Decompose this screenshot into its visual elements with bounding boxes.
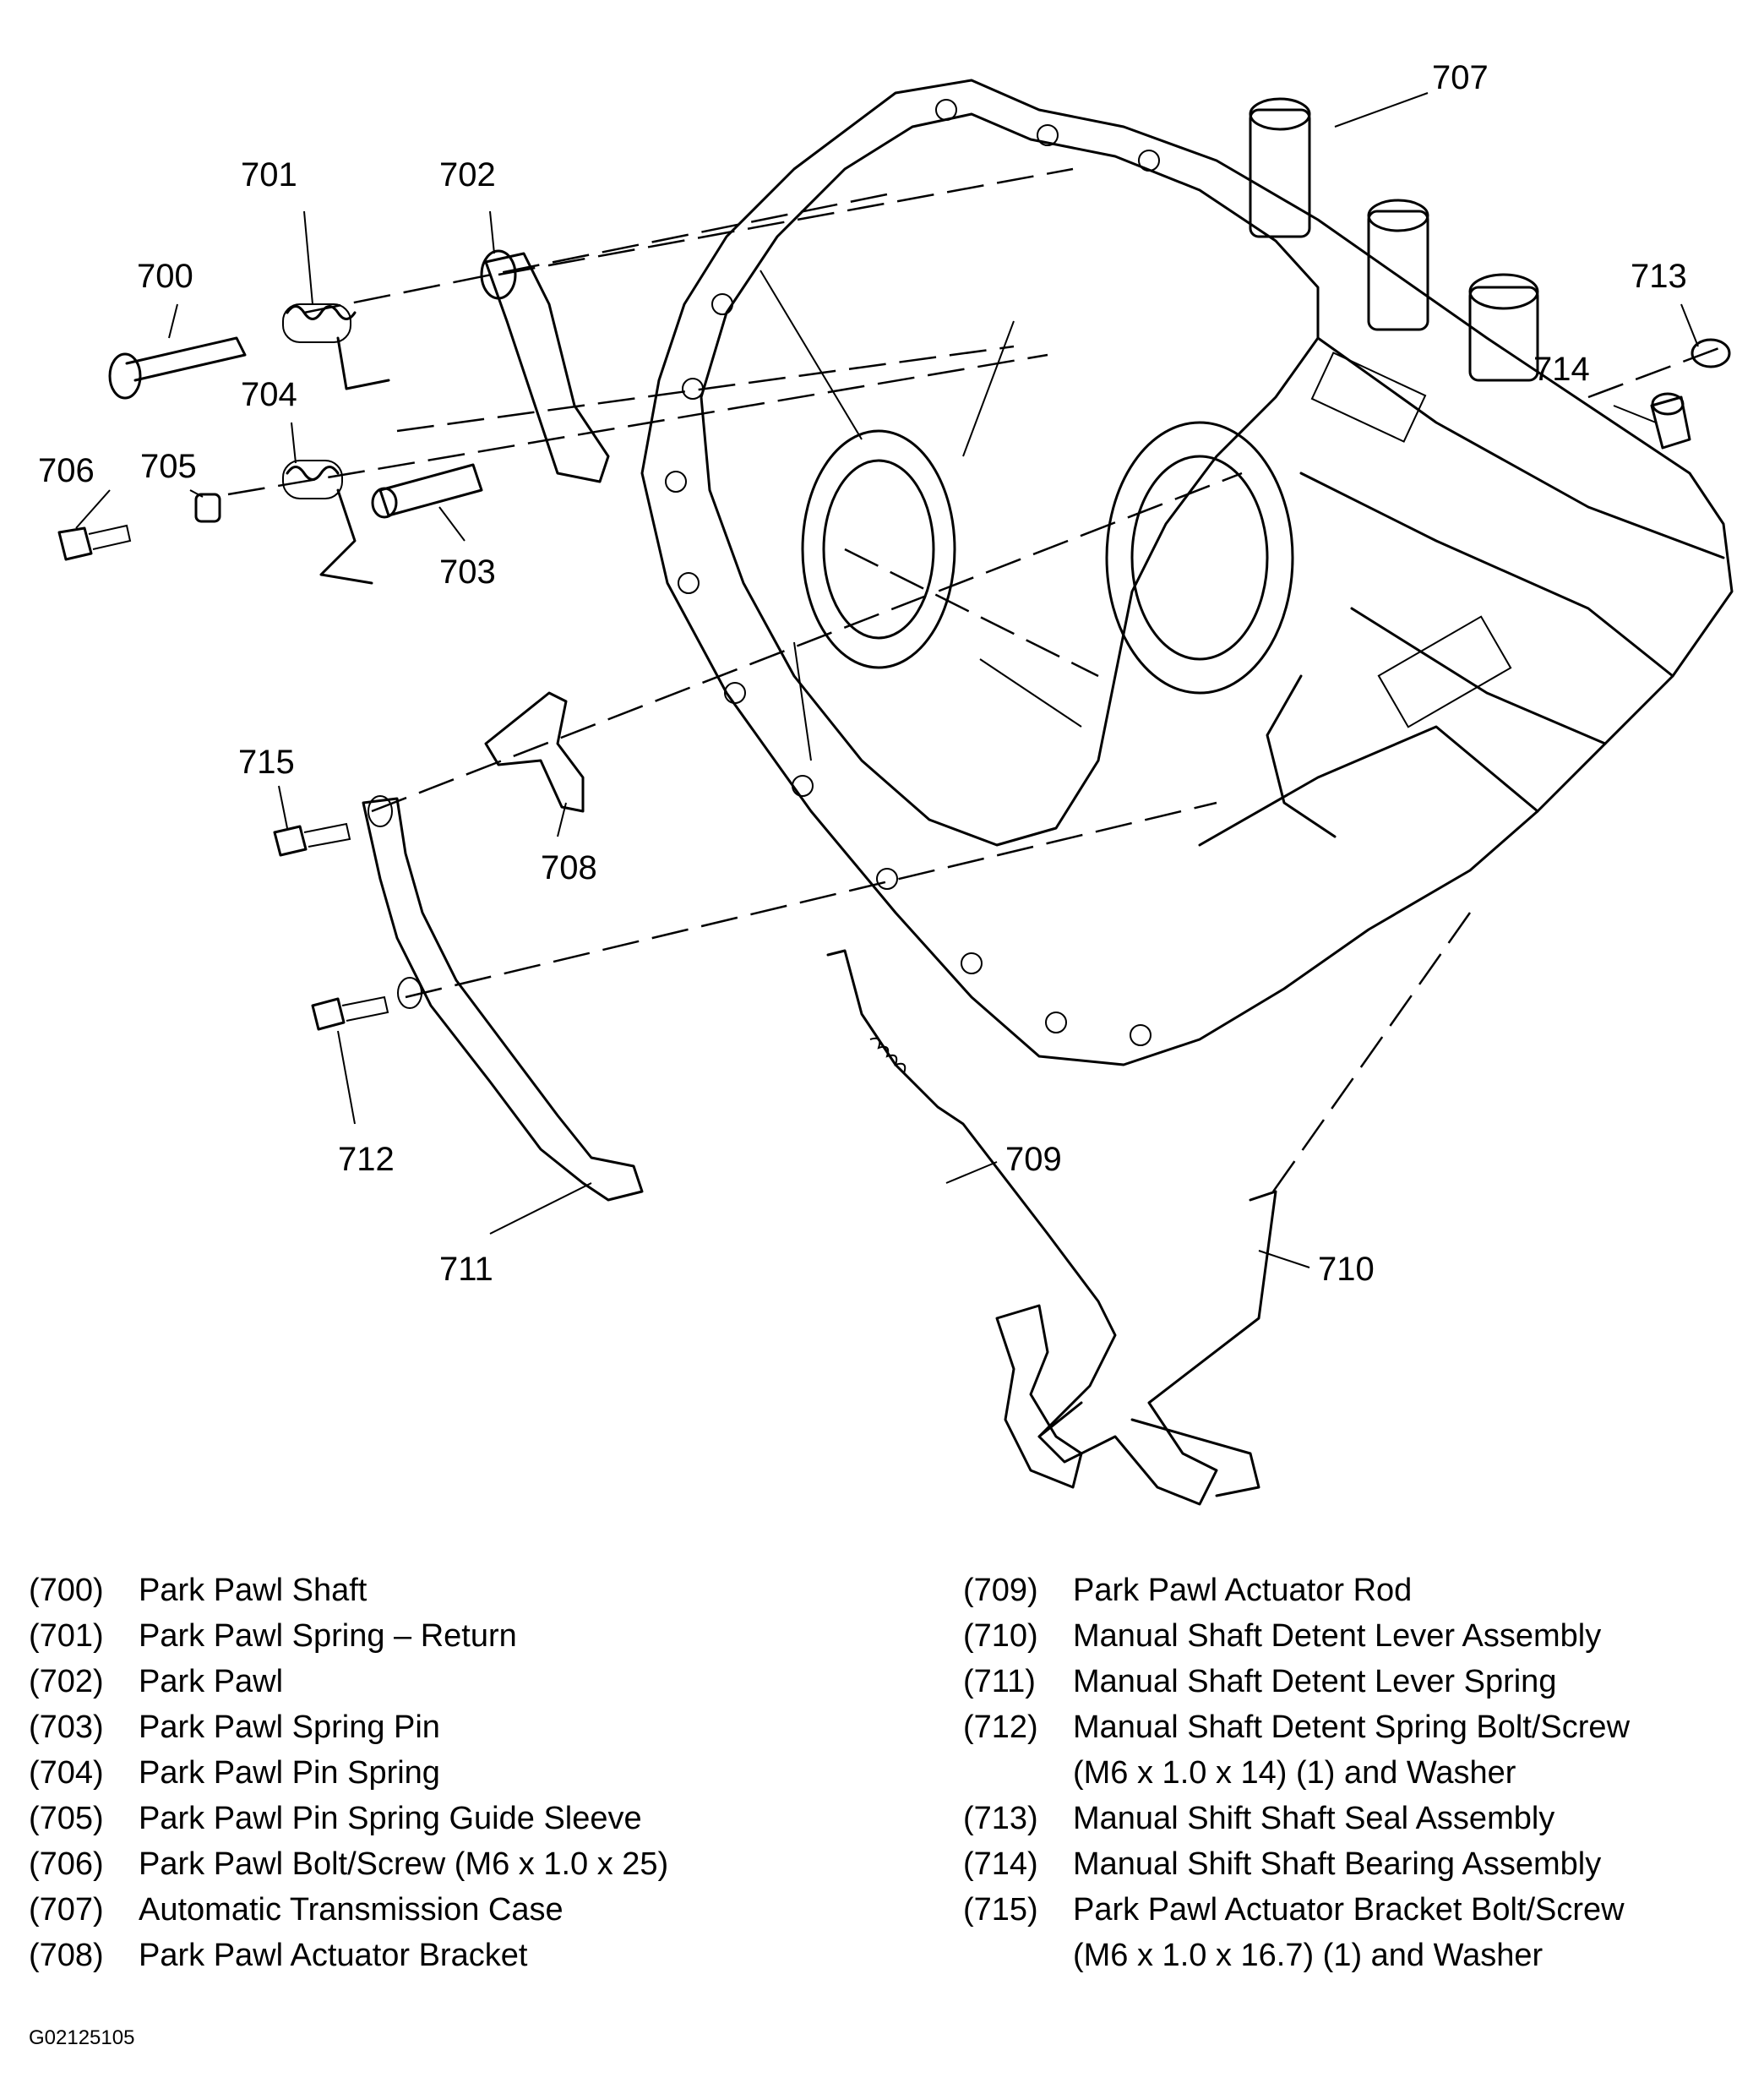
callout-714: 714 xyxy=(1533,351,1590,388)
transmission-case-illustration xyxy=(640,79,1734,1066)
callout-711: 711 xyxy=(439,1251,493,1288)
park-pawl-illustration xyxy=(480,249,610,483)
legend-row: (714)Manual Shift Shaft Bearing Assembly xyxy=(963,1846,1602,1882)
legend-row: (706)Park Pawl Bolt/Screw (M6 x 1.0 x 25… xyxy=(29,1846,669,1882)
seal-and-bearing-illustration xyxy=(1650,338,1731,450)
callout-713: 713 xyxy=(1631,258,1687,295)
detent-lever-spring-illustration xyxy=(362,795,644,1202)
legend-right-column: (709)Park Pawl Actuator Rod (710)Manual … xyxy=(963,1568,1749,1978)
legend-row: (711)Manual Shaft Detent Lever Spring xyxy=(963,1664,1557,1699)
legend-row: (703)Park Pawl Spring Pin xyxy=(29,1710,440,1745)
legend-left-column: (700)Park Pawl Shaft (701)Park Pawl Spri… xyxy=(29,1568,941,1978)
park-pawl-pin-spring-illustration xyxy=(282,460,373,585)
leader-lines xyxy=(75,92,1699,1268)
callout-707: 707 xyxy=(1432,59,1489,96)
callout-712: 712 xyxy=(338,1141,395,1178)
legend-row: (707)Automatic Transmission Case xyxy=(29,1892,564,1928)
callout-706: 706 xyxy=(38,452,95,489)
park-pawl-return-spring-illustration xyxy=(282,303,390,390)
alignment-lines xyxy=(227,167,1724,1201)
actuator-rod-illustration xyxy=(826,949,1117,1438)
callout-710: 710 xyxy=(1318,1251,1375,1288)
legend-row: (715)Park Pawl Actuator Bracket Bolt/Scr… xyxy=(963,1892,1625,1973)
legend-row: (713)Manual Shift Shaft Seal Assembly xyxy=(963,1801,1555,1836)
legend-row: (710)Manual Shaft Detent Lever Assembly xyxy=(963,1618,1602,1654)
park-pawl-shaft-illustration xyxy=(108,336,247,400)
callout-704: 704 xyxy=(241,376,297,413)
callout-labels: 700 701 702 703 704 705 706 707 708 709 … xyxy=(38,59,1687,1288)
callout-703: 703 xyxy=(439,553,496,591)
callout-700: 700 xyxy=(137,258,193,295)
detent-spring-bolt-illustration xyxy=(311,995,389,1031)
legend-row: (712)Manual Shaft Detent Spring Bolt/Scr… xyxy=(963,1710,1631,1791)
guide-sleeve-illustration xyxy=(194,493,221,523)
detent-lever-assembly-illustration xyxy=(995,1190,1277,1506)
bracket-bolt-illustration xyxy=(273,822,351,857)
legend-row: (701)Park Pawl Spring – Return xyxy=(29,1618,517,1654)
legend-row: (708)Park Pawl Actuator Bracket xyxy=(29,1938,528,1973)
exploded-view-diagram: 700 701 702 703 704 705 706 707 708 709 … xyxy=(38,59,1734,1506)
callout-709: 709 xyxy=(1005,1141,1062,1178)
callout-702: 702 xyxy=(439,156,496,194)
actuator-bracket-illustration xyxy=(484,691,585,813)
callout-705: 705 xyxy=(140,448,197,485)
callout-701: 701 xyxy=(241,156,297,194)
legend-row: (700)Park Pawl Shaft xyxy=(29,1573,368,1608)
park-pawl-bolt-illustration xyxy=(57,524,132,561)
legend-row: (702)Park Pawl xyxy=(29,1664,284,1699)
legend-row: (704)Park Pawl Pin Spring xyxy=(29,1755,440,1791)
legend-row: (709)Park Pawl Actuator Rod xyxy=(963,1573,1413,1608)
figure-id: G02125105 xyxy=(29,2026,135,2049)
park-pawl-spring-pin-illustration xyxy=(371,463,483,519)
callout-715: 715 xyxy=(238,744,295,781)
callout-708: 708 xyxy=(541,849,597,886)
legend-row: (705)Park Pawl Pin Spring Guide Sleeve xyxy=(29,1801,642,1836)
